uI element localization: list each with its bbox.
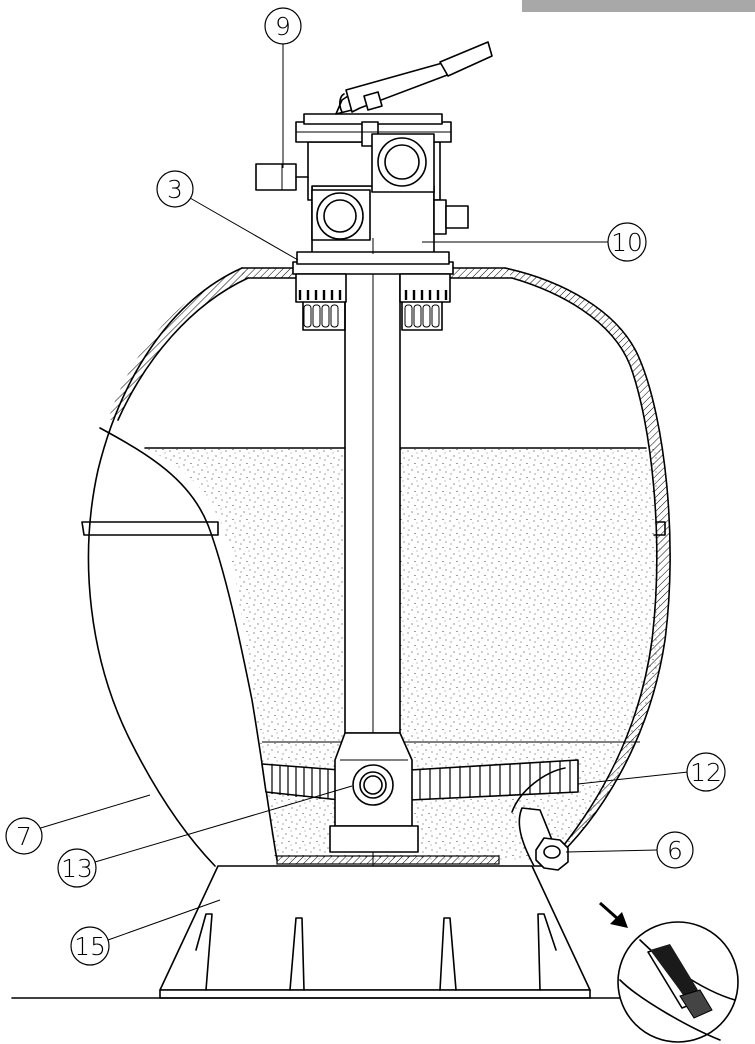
- filter-base: [11, 865, 651, 999]
- callout-13-label: 13: [61, 854, 93, 883]
- callout-12-label: 12: [690, 758, 722, 787]
- corner-bar: [522, 0, 755, 12]
- callout-15: 15: [70, 926, 110, 966]
- callout-6: 6: [656, 831, 694, 869]
- callout-12: 12: [686, 752, 726, 792]
- callout-10-label: 10: [611, 228, 643, 257]
- leader-lines: [33, 44, 689, 941]
- drain-plug: [511, 767, 569, 871]
- inset-detail: [599, 901, 739, 1043]
- arrow-down-right-icon: [599, 901, 628, 928]
- lateral-assembly: [261, 732, 579, 853]
- callout-13: 13: [57, 848, 97, 888]
- callout-3-label: 3: [167, 175, 183, 204]
- callout-3: 3: [156, 170, 194, 208]
- callout-6-label: 6: [667, 836, 683, 865]
- callout-9-label: 9: [275, 12, 291, 41]
- standpipe: [344, 267, 401, 734]
- callout-7-label: 7: [16, 822, 32, 851]
- callout-15-label: 15: [74, 932, 106, 961]
- multiport-valve: [255, 41, 493, 265]
- callout-10: 10: [607, 222, 647, 262]
- callout-7: 7: [5, 817, 43, 855]
- upper-diffuser: [292, 261, 454, 331]
- callout-9: 9: [264, 7, 302, 45]
